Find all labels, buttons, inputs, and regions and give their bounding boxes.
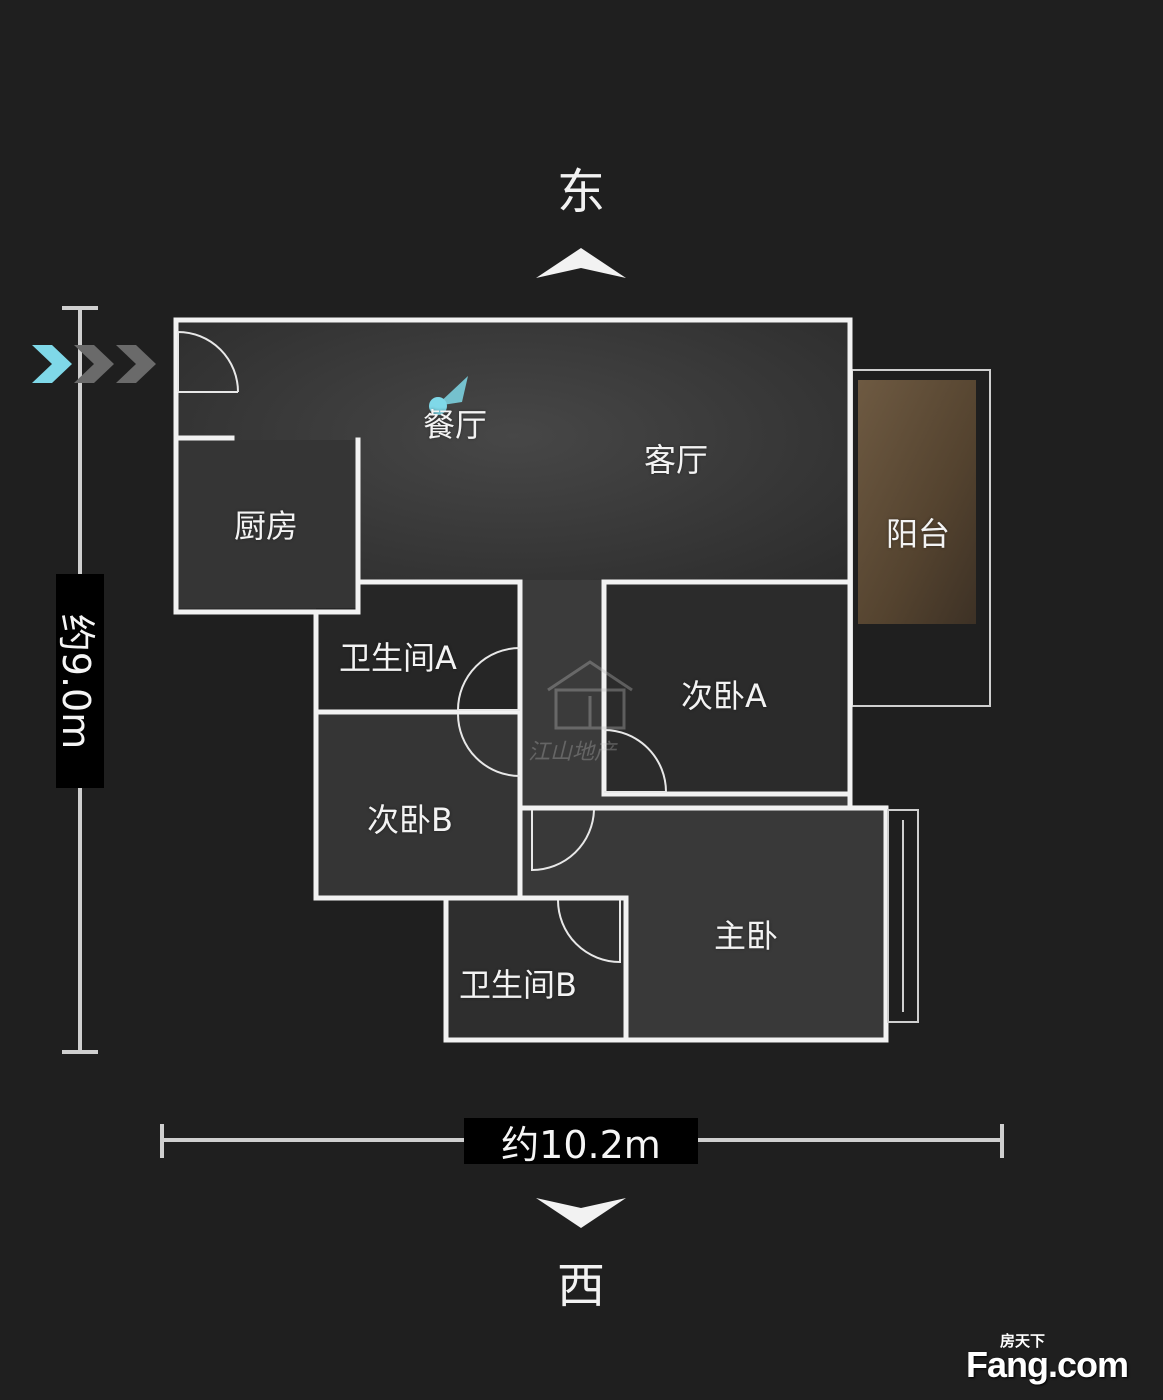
room-label-master: 主卧 (713, 917, 779, 955)
room-label-kitchen: 厨房 (233, 507, 299, 545)
balcony-area (851, 369, 991, 707)
room-label-bath-b: 卫生间B (459, 966, 577, 1004)
watermark-logo-text: 江山地产 (528, 740, 617, 765)
door-bath-a (456, 647, 521, 711)
door-bedroom-a (603, 729, 668, 793)
door-bath-b (557, 899, 621, 964)
door-bedroom-b (457, 713, 521, 777)
room-label-dining: 餐厅 (422, 406, 488, 444)
room-label-bedroom-a: 次卧A (681, 677, 767, 715)
width-dimension-label: 约10.2m (464, 1118, 698, 1167)
position-marker (429, 376, 468, 415)
door-entry (177, 330, 239, 393)
entrance-arrows-icon (32, 345, 156, 383)
watermark-logo (547, 660, 633, 730)
brand-watermark-cn: 房天下 (1000, 1332, 1046, 1350)
room-label-bedroom-b: 次卧B (367, 801, 453, 839)
door-swings (177, 330, 668, 964)
room-label-balcony: 阳台 (885, 515, 951, 553)
walls (173, 317, 889, 1043)
chevron-down-icon (536, 1198, 626, 1228)
height-dimension-box: 约9.0m (55, 574, 104, 788)
window-master (887, 809, 919, 1023)
height-dimension-label: 约9.0m (54, 613, 99, 749)
brand-watermark-en: Fang.com (966, 1344, 1129, 1385)
door-master (531, 809, 595, 872)
direction-label-bottom: 西 (556, 1258, 605, 1314)
room-label-bath-a: 卫生间A (339, 639, 457, 677)
room-label-living: 客厅 (643, 441, 709, 479)
chevron-up-icon (536, 248, 626, 278)
floor-fill (176, 320, 888, 1040)
direction-label-top: 东 (556, 164, 605, 220)
